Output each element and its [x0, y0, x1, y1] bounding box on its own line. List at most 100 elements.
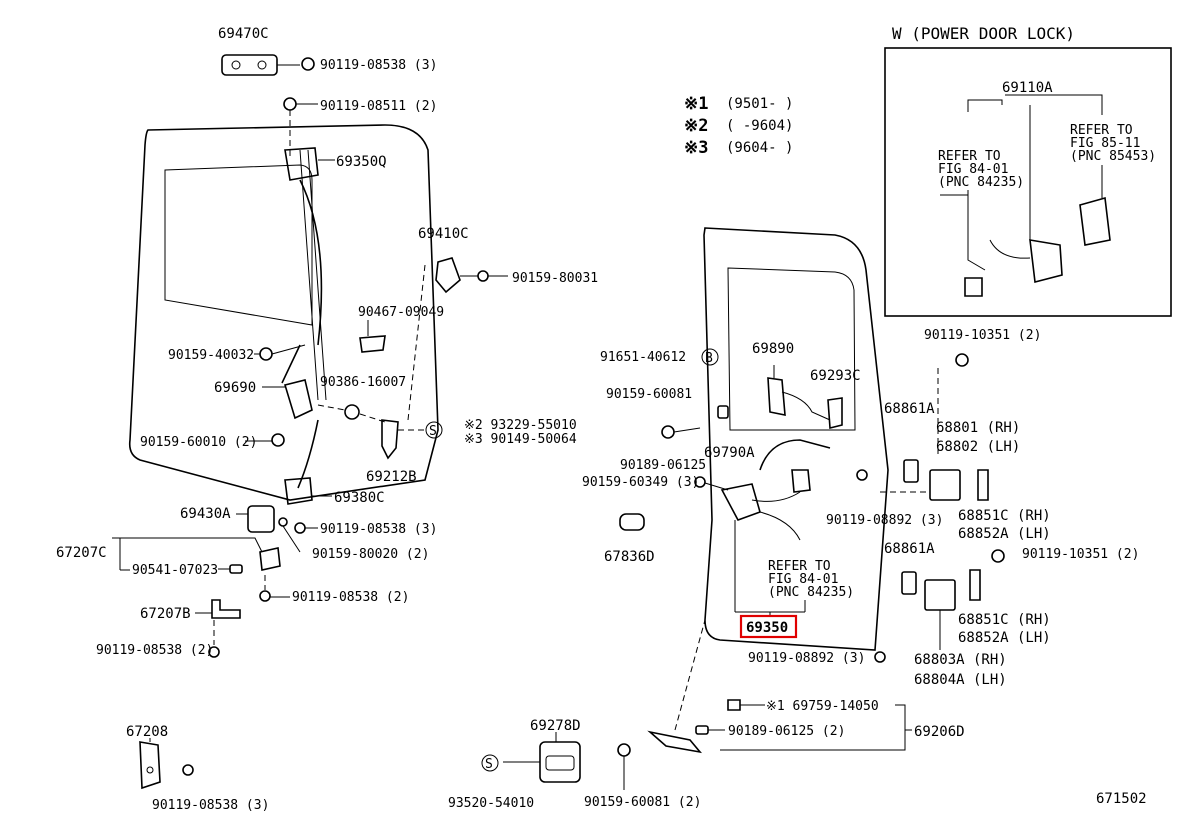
legend-range-2: ( -9604) — [726, 118, 793, 134]
label-67207c: 67207C — [56, 545, 107, 561]
inset-ref2-line3: (PNC 85453) — [1070, 149, 1156, 164]
bolt-90119-08511 — [283, 97, 318, 160]
inset-title: W (POWER DOOR LOCK) — [892, 24, 1075, 43]
label-90189-06125: 90189-06125 — [620, 458, 706, 473]
hardware-69890 — [767, 365, 831, 421]
label-69410c: 69410C — [418, 226, 469, 242]
legend-range-1: (9501- ) — [726, 96, 793, 112]
latch-69380c — [284, 477, 332, 505]
bracket-67207b — [195, 599, 241, 658]
striker-69212b — [381, 419, 428, 460]
label-90159-40032: 90159-40032 — [168, 348, 254, 363]
label-68803a: 68803A (RH) — [914, 652, 1007, 668]
latch-69410c — [407, 257, 508, 421]
stopper-69430a — [236, 505, 275, 533]
label-69293c: 69293C — [810, 368, 861, 384]
refer-note-line3: (PNC 84235) — [768, 585, 854, 600]
hinge-lower-68803 — [874, 549, 1005, 663]
label-69206d: 69206D — [914, 724, 965, 740]
inset-text: W (POWER DOOR LOCK) 69110A REFER TO FIG … — [892, 24, 1156, 190]
label-90159-80020: 90159-80020 (2) — [312, 547, 429, 562]
inset-ref1-line2: FIG 84-01 — [938, 162, 1008, 177]
marker-s-bottom: S — [481, 754, 499, 772]
highlight-label: 69350 — [746, 620, 788, 636]
rod-lower — [297, 419, 319, 489]
grommet-67836d — [619, 513, 645, 531]
refer-note-line1: REFER TO — [768, 559, 831, 574]
inset-label-69110a: 69110A — [1002, 80, 1053, 96]
lock-assembly-69350 — [720, 469, 811, 617]
bolt-90119-08538-mid — [278, 517, 318, 553]
rod-69790a — [759, 439, 831, 471]
clip-90159-60081 — [717, 405, 729, 419]
label-90541-07023: 90541-07023 — [132, 563, 218, 578]
label-69380c: 69380C — [334, 490, 385, 506]
label-90189-06125-bot: 90189-06125 (2) — [728, 724, 845, 739]
label-69430a: 69430A — [180, 506, 231, 522]
label-69690: 69690 — [214, 380, 256, 396]
label-67836d: 67836D — [604, 549, 655, 565]
label-90119-08538-bot: 90119-08538 (3) — [152, 798, 269, 813]
hinge-69350q — [284, 147, 335, 181]
marker-s-left-label: S — [429, 424, 437, 439]
label-69278d: 69278D — [530, 718, 581, 734]
label-69350q: 69350Q — [336, 154, 387, 170]
label-67208: 67208 — [126, 724, 168, 740]
legend-mark-2: ※2 — [684, 116, 708, 136]
label-90119-08892-bot: 90119-08892 (3) — [748, 651, 865, 666]
label-93229-55010: ※2 93229-55010 — [464, 418, 577, 433]
bolt-90189-06125 — [661, 425, 701, 439]
bushing-90386-16007 — [317, 404, 386, 423]
label-68801: 68801 (RH) — [936, 420, 1020, 436]
label-69890: 69890 — [752, 341, 794, 357]
right-door-outline — [703, 227, 889, 651]
marker-b-label: B — [705, 351, 713, 366]
highlight-69350[interactable]: 69350 — [739, 614, 798, 639]
label-671502: 671502 — [1096, 791, 1147, 807]
legend-range-3: (9604- ) — [726, 140, 793, 156]
bolt-90159-60081-bot — [617, 743, 631, 790]
rod-upper — [299, 179, 323, 346]
inset-ref1-line3: (PNC 84235) — [938, 175, 1024, 190]
label-90159-60349: 90159-60349 (3) — [582, 475, 699, 490]
lock-69690 — [262, 344, 313, 420]
marker-b: B — [701, 348, 719, 366]
bolt-90159-40032 — [254, 344, 306, 361]
date-legend: ※1 (9501- ) ※2 ( -9604) ※3 (9604- ) — [684, 94, 793, 158]
clip-90467-09049 — [359, 320, 386, 353]
label-69759-14050: ※1 69759-14050 — [766, 699, 879, 714]
labels: 69470C 90119-08538 (3) 90119-08511 (2) 6… — [56, 26, 1147, 813]
label-69212b: 69212B — [366, 469, 417, 485]
label-90119-10351-bot: 90119-10351 (2) — [1022, 547, 1139, 562]
label-68802: 68802 (LH) — [936, 439, 1020, 455]
label-90119-08538-left: 90119-08538 (2) — [96, 643, 213, 658]
label-67207b: 67207B — [140, 606, 191, 622]
label-90386-16007: 90386-16007 — [320, 375, 406, 390]
label-68804a: 68804A (LH) — [914, 672, 1007, 688]
bolt-90159-60010 — [245, 433, 285, 447]
label-69790a: 69790A — [704, 445, 755, 461]
label-90119-08538-b2: 90119-08538 (2) — [292, 590, 409, 605]
label-90159-60081: 90159-60081 — [606, 387, 692, 402]
label-93520-54010: 93520-54010 — [448, 796, 534, 811]
legend-mark-1: ※1 — [684, 94, 708, 114]
left-door-outline — [128, 124, 439, 501]
handle-69278d — [503, 732, 581, 783]
label-90119-08538-top: 90119-08538 (3) — [320, 58, 437, 73]
inset-ref2-line2: FIG 85-11 — [1070, 136, 1140, 151]
label-90119-08892-mid: 90119-08892 (3) — [826, 513, 943, 528]
label-68851c-bot: 68851C (RH) — [958, 612, 1051, 628]
inset-ref2-line1: REFER TO — [1070, 123, 1133, 138]
label-90149-50064: ※3 90149-50064 — [464, 432, 577, 447]
hinge-69470c — [221, 54, 315, 76]
inset-box — [884, 47, 1172, 317]
label-90119-08511: 90119-08511 (2) — [320, 99, 437, 114]
label-68852a-top: 68852A (LH) — [958, 526, 1051, 542]
label-69470c: 69470C — [218, 26, 269, 42]
hardware-69293c — [827, 397, 843, 430]
legend-mark-3: ※3 — [684, 138, 708, 158]
inset-ref1-line1: REFER TO — [938, 149, 1001, 164]
label-90159-80031: 90159-80031 — [512, 271, 598, 286]
check-69206d — [647, 619, 912, 754]
marker-s-bottom-label: S — [485, 757, 493, 772]
